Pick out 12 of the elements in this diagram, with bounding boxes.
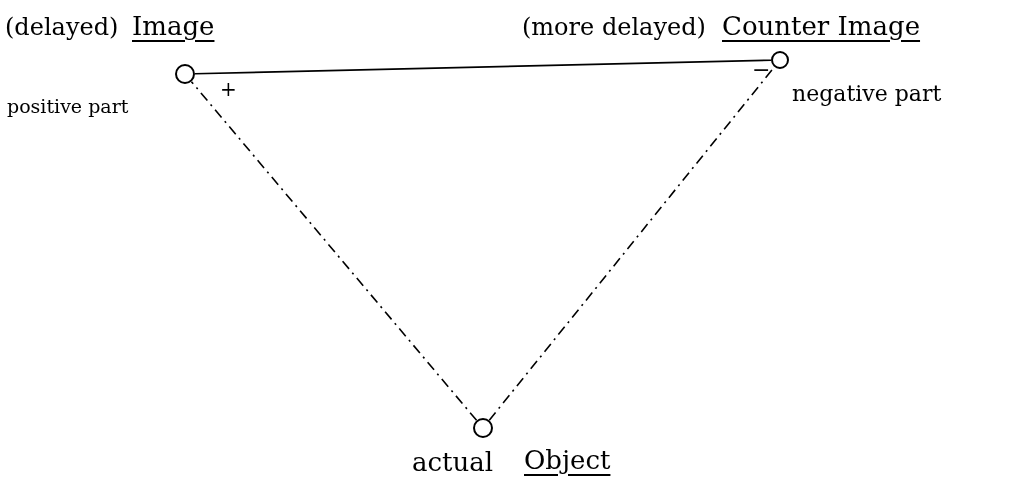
dash-dot-line xyxy=(190,80,478,422)
node-annotation: actual xyxy=(412,448,494,477)
node-heading: Image xyxy=(132,12,215,41)
connector-line xyxy=(194,59,772,75)
sign-label: − xyxy=(752,58,771,83)
node-annotation: negative part xyxy=(792,82,942,107)
node-annotation: positive part xyxy=(7,96,129,117)
node-annotation: (delayed) xyxy=(5,14,119,41)
node-annotation: (more delayed) xyxy=(522,14,706,41)
node-heading: Object xyxy=(524,446,611,475)
sign-label: + xyxy=(220,78,237,100)
node-heading: Counter Image xyxy=(722,12,921,41)
